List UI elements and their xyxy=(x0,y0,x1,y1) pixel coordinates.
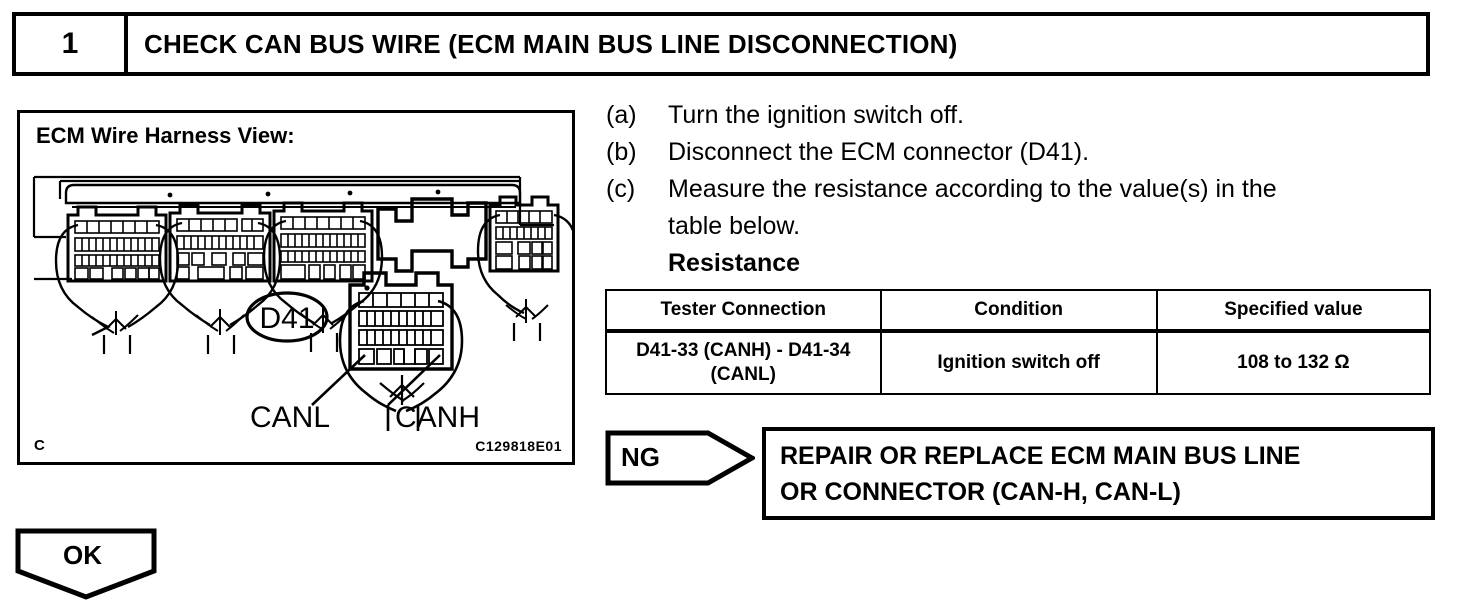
resistance-subheading: Resistance xyxy=(668,249,801,277)
step-title: CHECK CAN BUS WIRE (ECM MAIN BUS LINE DI… xyxy=(144,28,958,59)
ng-result-text: REPAIR OR REPLACE ECM MAIN BUS LINE OR C… xyxy=(780,438,1430,510)
figure-corner-mark: C xyxy=(34,437,45,454)
procedure-marker-a: (a) xyxy=(606,101,637,129)
figure-caption: ECM Wire Harness View: xyxy=(36,123,295,148)
table-header-condition: Condition xyxy=(879,289,1158,332)
procedure-item-b: (b) Disconnect the ECM connector (D41). xyxy=(606,134,1436,171)
figure-reference-code: C129818E01 xyxy=(475,438,562,454)
ng-badge-label: NG xyxy=(621,442,660,472)
ok-arrow-shape xyxy=(15,528,157,600)
canl-wire-label: CANL xyxy=(250,401,330,434)
ng-result-box: REPAIR OR REPLACE ECM MAIN BUS LINE OR C… xyxy=(762,427,1435,520)
cell-tester-connection: D41-33 (CANH) - D41-34 (CANL) xyxy=(605,329,882,395)
table-header-tester-connection: Tester Connection xyxy=(605,289,882,332)
procedure-marker-c: (c) xyxy=(606,175,636,203)
step-number: 1 xyxy=(16,16,128,72)
resistance-table: Tester Connection Condition Specified va… xyxy=(605,289,1432,395)
table-header-specified-value: Specified value xyxy=(1155,289,1432,332)
ok-branch-badge: OK xyxy=(15,528,165,600)
ng-result-line2: OR CONNECTOR (CAN-H, CAN-L) xyxy=(780,478,1181,506)
procedure-text-b: Disconnect the ECM connector (D41). xyxy=(668,138,1090,166)
procedure-text-c: Measure the resistance according to the … xyxy=(668,175,1277,203)
ok-badge-label: OK xyxy=(63,540,102,570)
table-header-row: Tester Connection Condition Specified va… xyxy=(605,289,1432,332)
cell-condition: Ignition switch off xyxy=(879,329,1158,395)
procedure-item-a: (a) Turn the ignition switch off. xyxy=(606,97,1436,134)
procedure-marker-b: (b) xyxy=(606,138,637,166)
ng-branch-badge: NG xyxy=(605,430,755,486)
table-row: D41-33 (CANH) - D41-34 (CANL) Ignition s… xyxy=(605,329,1432,395)
procedure-list: (a) Turn the ignition switch off. (b) Di… xyxy=(606,97,1436,282)
ng-arrow-shape xyxy=(605,430,755,486)
step-header-bar: 1 CHECK CAN BUS WIRE (ECM MAIN BUS LINE … xyxy=(12,12,1430,76)
procedure-item-c: (c) Measure the resistance according to … xyxy=(606,171,1436,208)
procedure-text-a: Turn the ignition switch off. xyxy=(668,101,964,129)
canh-wire-label: CANH xyxy=(395,401,480,434)
ecm-wire-harness-figure-panel: ECM Wire Harness View: xyxy=(17,110,575,465)
procedure-text-c-continuation: table below. xyxy=(668,212,801,240)
cell-tester-connection-line1: D41-33 (CANH) - D41-34 xyxy=(636,340,851,361)
ecm-wire-harness-diagram: D41 CANL CANH xyxy=(32,175,572,434)
cell-tester-connection-line2: (CANL) xyxy=(710,364,776,385)
d41-connector-label: D41 xyxy=(259,302,314,335)
ng-result-line1: REPAIR OR REPLACE ECM MAIN BUS LINE xyxy=(780,442,1301,470)
cell-specified-value: 108 to 132 Ω xyxy=(1155,329,1432,395)
